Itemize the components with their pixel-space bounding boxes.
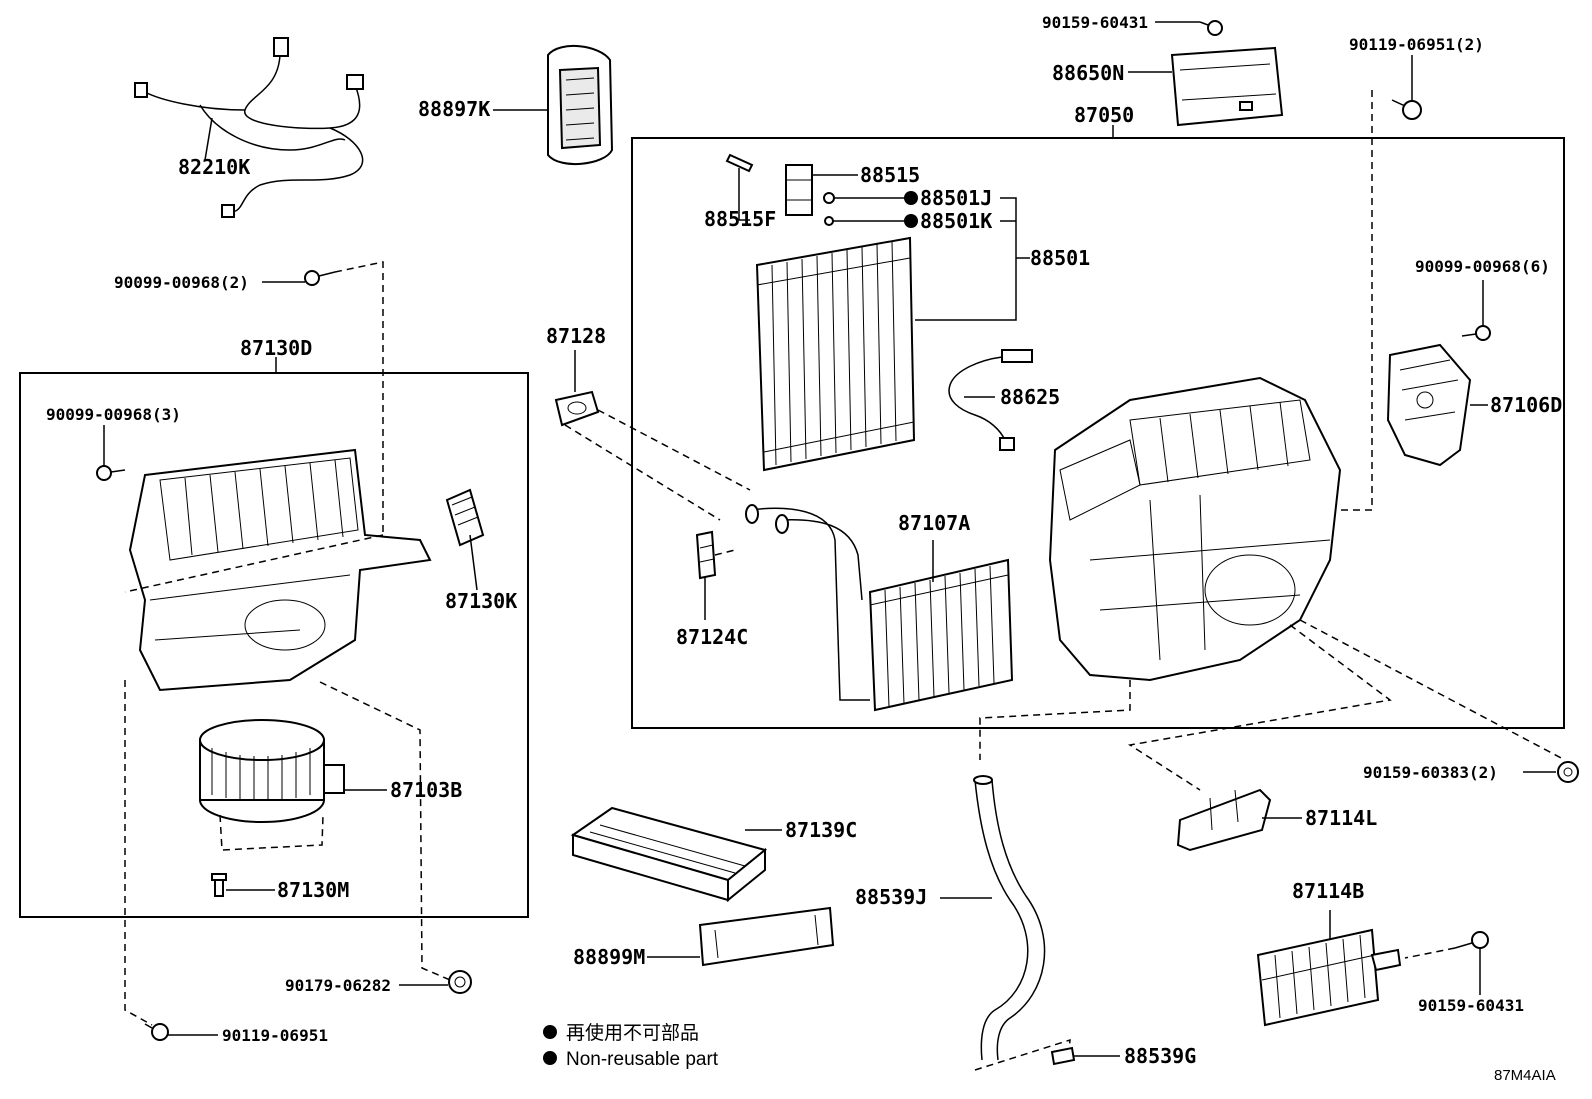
label-90179-06282: 90179-06282 xyxy=(285,976,391,995)
expansion-valve-88515[interactable] xyxy=(785,164,813,216)
drain-hose-88539J[interactable] xyxy=(973,775,1046,1061)
label-88501: 88501 xyxy=(1030,246,1090,270)
clip-88539G[interactable] xyxy=(1050,1046,1076,1066)
bracket-87124C[interactable] xyxy=(695,530,717,580)
blower-motor-87103B[interactable] xyxy=(199,719,345,823)
bolt-90099-00968-2[interactable] xyxy=(304,270,336,286)
label-87130D: 87130D xyxy=(240,336,312,360)
label-87106D: 87106D xyxy=(1490,393,1562,417)
sensor-88625[interactable] xyxy=(948,349,1033,451)
label-88501J: 88501J xyxy=(920,186,992,210)
label-88625: 88625 xyxy=(1000,385,1060,409)
screw-87130M[interactable] xyxy=(211,873,227,897)
label-90099-00968-3: 90099-00968(3) xyxy=(46,405,181,424)
label-87107A: 87107A xyxy=(898,511,970,535)
blower-resistor-87130K[interactable] xyxy=(445,488,485,547)
label-90099-00968-2: 90099-00968(2) xyxy=(114,273,249,292)
group-box-87130D xyxy=(19,372,529,918)
clip-90179-06282[interactable] xyxy=(448,970,472,994)
label-82210K: 82210K xyxy=(178,155,250,179)
label-90119-06951-2: 90119-06951(2) xyxy=(1349,35,1484,54)
screw-90119-06951-2[interactable] xyxy=(1391,99,1422,120)
bolt-90099-00968-3[interactable] xyxy=(96,465,126,481)
seal-87128[interactable] xyxy=(554,390,600,427)
actuator-87106D[interactable] xyxy=(1386,343,1472,467)
label-88897K: 88897K xyxy=(418,97,490,121)
bolt-90159-60383-2[interactable] xyxy=(1557,761,1579,783)
legend-dot-ja xyxy=(543,1025,557,1039)
o-ring-88501J[interactable] xyxy=(823,192,835,204)
wire-harness-82210K[interactable] xyxy=(134,37,364,218)
evaporator-88501[interactable] xyxy=(755,236,916,472)
label-87130K: 87130K xyxy=(445,589,517,613)
heater-core-87107A[interactable] xyxy=(745,504,1014,712)
label-90119-06951: 90119-06951 xyxy=(222,1026,328,1045)
label-88515: 88515 xyxy=(860,163,920,187)
grille-88897K[interactable] xyxy=(547,44,614,166)
bolt-90159-60431-top[interactable] xyxy=(1199,20,1223,36)
diagram-code: 87M4AIA xyxy=(1494,1067,1556,1084)
label-87103B: 87103B xyxy=(390,778,462,802)
label-88515F: 88515F xyxy=(704,207,776,231)
control-module-88650N[interactable] xyxy=(1170,46,1284,127)
non-reusable-dot-88501K xyxy=(904,214,918,228)
label-87128: 87128 xyxy=(546,324,606,348)
bolt-90099-00968-6[interactable] xyxy=(1461,325,1491,341)
bolt-90159-60431-bottom[interactable] xyxy=(1454,931,1489,949)
non-reusable-dot-88501J xyxy=(904,191,918,205)
duct-87114L[interactable] xyxy=(1176,788,1272,852)
label-88650N: 88650N xyxy=(1052,61,1124,85)
label-87124C: 87124C xyxy=(676,625,748,649)
legend-text-en: Non-reusable part xyxy=(566,1049,719,1070)
label-88539J: 88539J xyxy=(855,885,927,909)
label-87114B: 87114B xyxy=(1292,879,1364,903)
hvac-case-87050[interactable] xyxy=(1048,376,1342,682)
label-87114L: 87114L xyxy=(1305,806,1377,830)
label-90159-60431-top: 90159-60431 xyxy=(1042,13,1148,32)
label-90099-00968-6: 90099-00968(6) xyxy=(1415,257,1550,276)
label-90159-60383-2: 90159-60383(2) xyxy=(1363,763,1498,782)
o-ring-88501K[interactable] xyxy=(824,216,834,226)
label-88899M: 88899M xyxy=(573,945,645,969)
blower-unit-87130D[interactable] xyxy=(128,448,432,692)
label-88501K: 88501K xyxy=(920,209,992,233)
label-87050: 87050 xyxy=(1074,103,1134,127)
label-88539G: 88539G xyxy=(1124,1044,1196,1068)
label-87130M: 87130M xyxy=(277,878,349,902)
label-90159-60431-bottom: 90159-60431 xyxy=(1418,996,1524,1015)
duct-87114B[interactable] xyxy=(1256,928,1402,1027)
filter-cover-88899M[interactable] xyxy=(698,906,835,967)
bolt-88515F[interactable] xyxy=(725,153,754,173)
label-87139C: 87139C xyxy=(785,818,857,842)
air-filter-87139C[interactable] xyxy=(570,806,768,903)
screw-90119-06951[interactable] xyxy=(144,1023,169,1041)
group-box-87050 xyxy=(631,137,1565,729)
legend-dot-en xyxy=(543,1051,557,1065)
legend-text-ja: 再使用不可部品 xyxy=(566,1022,699,1044)
